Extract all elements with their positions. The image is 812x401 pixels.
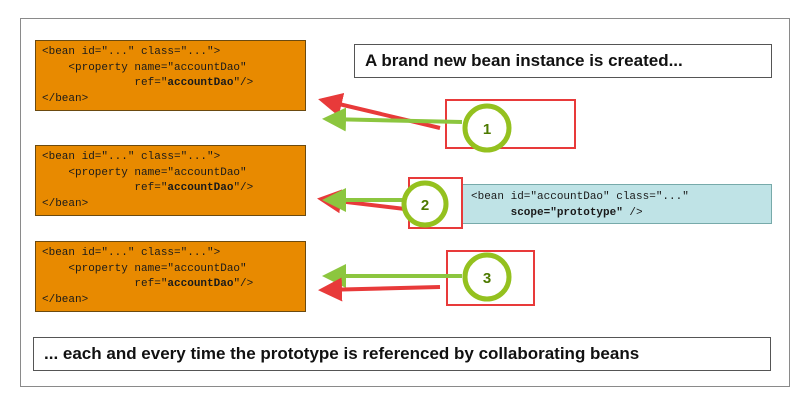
bean-definition-1: <bean id="..." class="..."> <property na…: [35, 40, 306, 111]
prototype-bean-definition: <bean id="accountDao" class="..." scope=…: [462, 184, 772, 224]
step-label-1: 1: [483, 121, 491, 138]
step-label-2: 2: [421, 197, 429, 214]
bean-code-1: <bean id="..." class="..."> <property na…: [42, 46, 254, 105]
red-arrow-3: [318, 277, 441, 302]
bean-definition-2: <bean id="..." class="..."> <property na…: [35, 145, 306, 216]
prototype-code: <bean id="accountDao" class="..." scope=…: [471, 191, 689, 219]
bean-code-3: <bean id="..." class="..."> <property na…: [42, 247, 254, 306]
green-arrow-1: [322, 107, 463, 132]
red-arrow-1: [318, 92, 441, 130]
step-circle-1: [462, 103, 512, 153]
step-circle-3: [462, 252, 512, 302]
message-top: A brand new bean instance is created...: [354, 44, 772, 78]
bean-definition-3: <bean id="..." class="..."> <property na…: [35, 241, 306, 312]
highlight-box-1: [445, 99, 576, 149]
message-bottom: ... each and every time the prototype is…: [33, 337, 771, 371]
bean-code-2: <bean id="..." class="..."> <property na…: [42, 151, 254, 210]
step-label-3: 3: [483, 270, 491, 287]
step-circle-2: [401, 180, 449, 228]
